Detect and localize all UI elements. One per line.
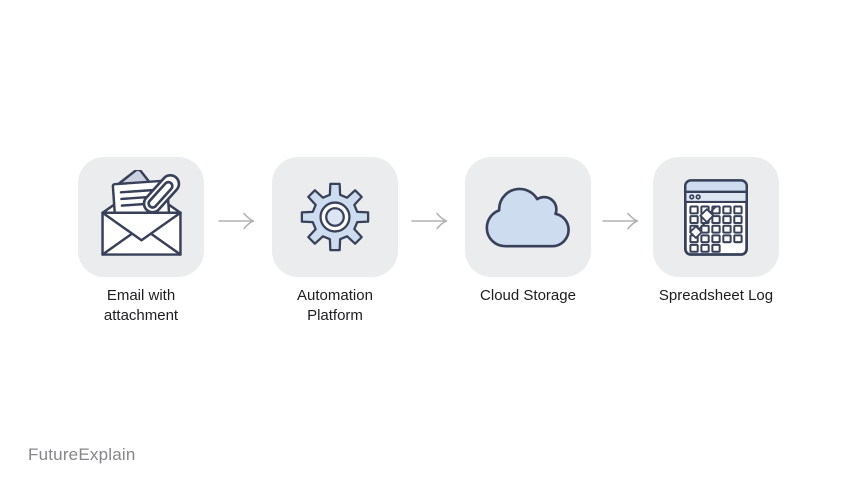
- flow-step-automation: Automation Platform: [272, 157, 398, 324]
- flow-step-card: [465, 157, 591, 277]
- arrow-right-icon: [409, 209, 453, 233]
- flow-step-email: Email with attachment: [78, 157, 204, 324]
- email-attachment-icon: [100, 169, 182, 256]
- flow-step-label: Email with attachment: [103, 287, 179, 324]
- arrow-right-icon: [216, 209, 260, 233]
- flow-step-card: [653, 157, 779, 277]
- flow-step-card: [78, 157, 204, 277]
- gear-icon: [300, 182, 370, 252]
- arrow-right-icon: [600, 209, 644, 233]
- cloud-icon: [485, 187, 570, 247]
- flow-step-label: Spreadsheet Log: [658, 287, 774, 304]
- brand-watermark: FutureExplain: [28, 445, 136, 464]
- spreadsheet-grid-icon: [684, 178, 748, 256]
- flow-step-label: Cloud Storage: [480, 287, 576, 304]
- flow-step-label: Automation Platform: [297, 287, 373, 324]
- flow-step-cloud: Cloud Storage: [465, 157, 591, 304]
- flow-step-spreadsheet: Spreadsheet Log: [653, 157, 779, 304]
- flow-step-card: [272, 157, 398, 277]
